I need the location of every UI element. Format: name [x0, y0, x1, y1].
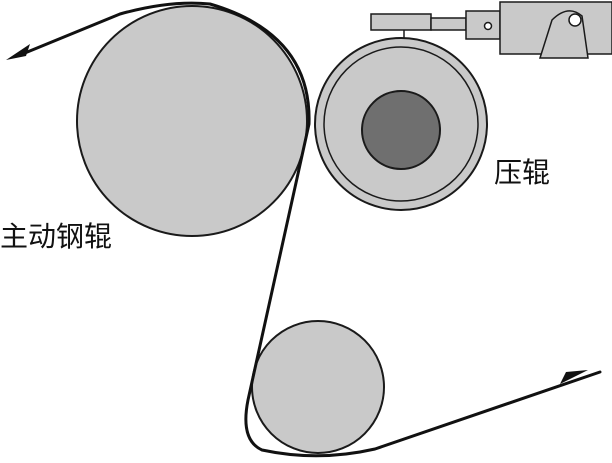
pressure-roll-core [361, 90, 441, 170]
actuator-rod-block [430, 17, 467, 31]
pressure-roll-label: 压辊 [494, 156, 550, 189]
entry-arrow-head [560, 370, 588, 384]
actuator-rod-left [370, 13, 432, 31]
web-path [18, 1, 602, 458]
exit-arrow-head [6, 44, 30, 60]
drive-roll-label: 主动钢辊 [0, 220, 112, 253]
bracket-pivot [568, 13, 582, 27]
actuator-clevis [465, 10, 501, 40]
drive-steel-roll [76, 5, 308, 237]
actuator-assembly [370, 1, 612, 59]
clevis-pin [483, 21, 493, 31]
pressure-roll [314, 37, 488, 211]
idler-roll [251, 320, 385, 454]
